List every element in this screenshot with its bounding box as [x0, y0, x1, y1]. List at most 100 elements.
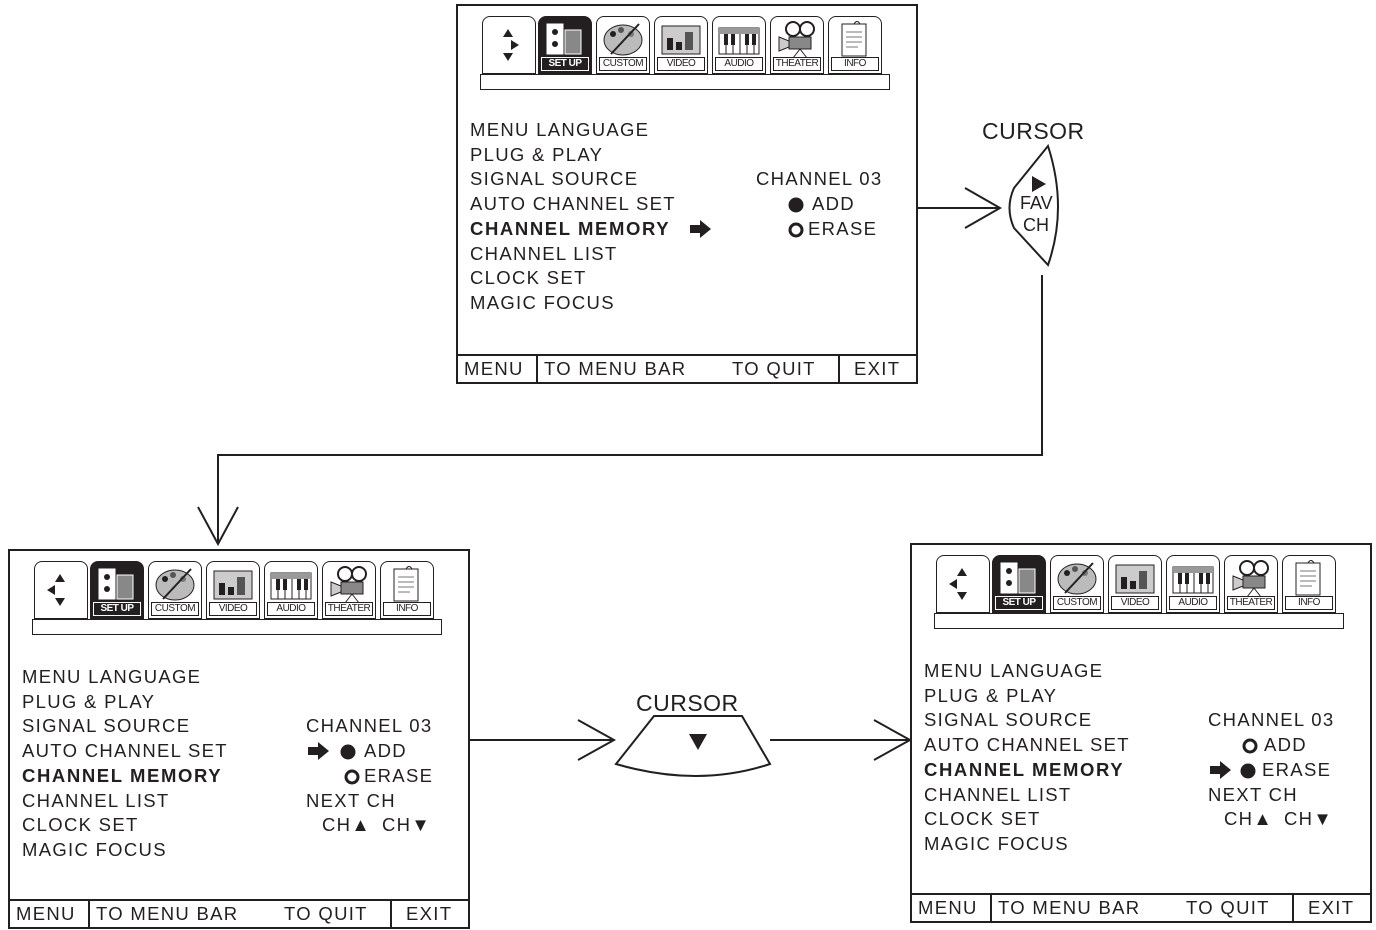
- nav-arrows-icon: [35, 574, 85, 620]
- channel-number: CHANNEL 03: [756, 168, 883, 190]
- nav-arrows-icon: [483, 29, 533, 75]
- tab-label: AUDIO: [1169, 596, 1217, 610]
- menu-bar-strip: [480, 74, 890, 90]
- tab-video[interactable]: VIDEO: [1108, 555, 1162, 613]
- menu-item[interactable]: MAGIC FOCUS: [22, 838, 167, 860]
- menu-item[interactable]: CHANNEL LIST: [22, 789, 170, 811]
- fav-label: FAV: [1020, 193, 1053, 213]
- menu-icon-bar: SET UP CUSTOM VIDEO AUDIO THEATER INFO: [32, 557, 444, 635]
- navigation-arrows-tab[interactable]: [936, 555, 990, 613]
- option-erase[interactable]: ERASE: [364, 764, 434, 786]
- tab-audio[interactable]: AUDIO: [264, 561, 318, 619]
- menu-item[interactable]: PLUG & PLAY: [22, 690, 156, 712]
- footer-exit[interactable]: EXIT: [854, 358, 901, 379]
- tab-custom[interactable]: CUSTOM: [1050, 555, 1104, 613]
- menu-item[interactable]: AUTO CHANNEL SET: [924, 734, 1130, 756]
- play-right-icon: [1032, 176, 1046, 192]
- menu-item[interactable]: PLUG & PLAY: [470, 143, 604, 165]
- hollow-circle-icon: [344, 769, 360, 790]
- filled-circle-icon: [340, 744, 356, 765]
- tab-custom[interactable]: CUSTOM: [148, 561, 202, 619]
- menu-item[interactable]: MAGIC FOCUS: [470, 291, 615, 313]
- filled-circle-icon: [788, 197, 804, 218]
- tab-label: VIDEO: [657, 57, 705, 71]
- menu-item[interactable]: SIGNAL SOURCE: [22, 715, 191, 737]
- menu-item[interactable]: MENU LANGUAGE: [22, 666, 202, 687]
- footer-bar: MENU TO MENU BAR TO QUIT EXIT: [912, 893, 1370, 921]
- next-ch-label: NEXT CH: [306, 789, 396, 811]
- footer-menu[interactable]: MENU: [464, 358, 524, 379]
- tab-label: VIDEO: [1111, 596, 1159, 610]
- tab-label: THEATER: [325, 602, 373, 616]
- menu-item[interactable]: MAGIC FOCUS: [924, 832, 1069, 854]
- ch-up-label[interactable]: CH▲: [322, 814, 371, 836]
- menu-item[interactable]: CHANNEL MEMORY: [924, 758, 1125, 780]
- tab-info[interactable]: INFO: [1282, 555, 1336, 613]
- right-arrow-icon: [308, 742, 330, 765]
- next-ch-label: NEXT CH: [1208, 783, 1298, 805]
- tab-info[interactable]: INFO: [828, 16, 882, 74]
- tab-custom[interactable]: CUSTOM: [596, 16, 650, 74]
- footer-divider: [536, 356, 538, 382]
- ch-label: CH: [1023, 215, 1049, 235]
- tab-info[interactable]: INFO: [380, 561, 434, 619]
- menu-item[interactable]: CLOCK SET: [470, 267, 587, 289]
- cursor-down-key: [614, 715, 772, 777]
- menu-item[interactable]: CLOCK SET: [22, 814, 139, 836]
- option-add[interactable]: ADD: [812, 193, 855, 215]
- tab-setup[interactable]: SET UP: [992, 555, 1046, 613]
- menu-item[interactable]: AUTO CHANNEL SET: [470, 193, 676, 215]
- menu-item[interactable]: AUTO CHANNEL SET: [22, 740, 228, 762]
- footer-divider: [990, 895, 992, 921]
- tab-setup[interactable]: SET UP: [90, 561, 144, 619]
- tab-video[interactable]: VIDEO: [654, 16, 708, 74]
- menu-icon-bar: SET UP CUSTOM VIDEO AUDIO THEATER INFO: [934, 551, 1346, 629]
- menu-item[interactable]: SIGNAL SOURCE: [470, 168, 639, 190]
- tab-audio[interactable]: AUDIO: [712, 16, 766, 74]
- tab-video[interactable]: VIDEO: [206, 561, 260, 619]
- footer-divider: [390, 901, 392, 927]
- hollow-circle-icon: [1242, 738, 1258, 759]
- ch-down-label[interactable]: CH▼: [382, 814, 431, 836]
- menu-item[interactable]: CHANNEL MEMORY: [22, 764, 223, 786]
- tab-label: CUSTOM: [151, 602, 199, 616]
- option-add[interactable]: ADD: [364, 740, 407, 762]
- tab-theater[interactable]: THEATER: [322, 561, 376, 619]
- footer-to-menu-bar: TO MENU BAR: [998, 897, 1141, 918]
- footer-exit[interactable]: EXIT: [406, 903, 453, 924]
- menu-item[interactable]: CHANNEL LIST: [470, 242, 618, 264]
- footer-exit[interactable]: EXIT: [1308, 897, 1355, 918]
- navigation-arrows-tab[interactable]: [34, 561, 88, 619]
- tab-label: AUDIO: [267, 602, 315, 616]
- tab-setup[interactable]: SET UP: [538, 16, 592, 74]
- menu-item[interactable]: CHANNEL LIST: [924, 783, 1072, 805]
- menu-item[interactable]: CLOCK SET: [924, 808, 1041, 830]
- navigation-arrows-tab[interactable]: [482, 16, 536, 74]
- menu-item[interactable]: CHANNEL MEMORY: [470, 217, 671, 239]
- option-erase[interactable]: ERASE: [1262, 758, 1332, 780]
- footer-menu[interactable]: MENU: [16, 903, 76, 924]
- menu-bar-strip: [934, 613, 1344, 629]
- tab-theater[interactable]: THEATER: [1224, 555, 1278, 613]
- cursor-right-key: [1008, 143, 1059, 267]
- menu-item[interactable]: SIGNAL SOURCE: [924, 709, 1093, 731]
- option-add[interactable]: ADD: [1264, 734, 1307, 756]
- menu-item[interactable]: PLUG & PLAY: [924, 684, 1058, 706]
- tab-audio[interactable]: AUDIO: [1166, 555, 1220, 613]
- tab-label: SET UP: [995, 596, 1043, 610]
- tab-label: VIDEO: [209, 602, 257, 616]
- ch-down-label[interactable]: CH▼: [1284, 808, 1333, 830]
- tab-label: CUSTOM: [1053, 596, 1101, 610]
- tab-label: SET UP: [93, 602, 141, 616]
- menu-item[interactable]: MENU LANGUAGE: [924, 660, 1104, 681]
- footer-to-quit: TO QUIT: [1186, 897, 1270, 918]
- footer-menu[interactable]: MENU: [918, 897, 978, 918]
- option-erase[interactable]: ERASE: [808, 217, 878, 239]
- ch-up-label[interactable]: CH▲: [1224, 808, 1273, 830]
- tab-label: THEATER: [1227, 596, 1275, 610]
- tab-theater[interactable]: THEATER: [770, 16, 824, 74]
- channel-number: CHANNEL 03: [1208, 709, 1335, 731]
- menu-item[interactable]: MENU LANGUAGE: [470, 119, 650, 140]
